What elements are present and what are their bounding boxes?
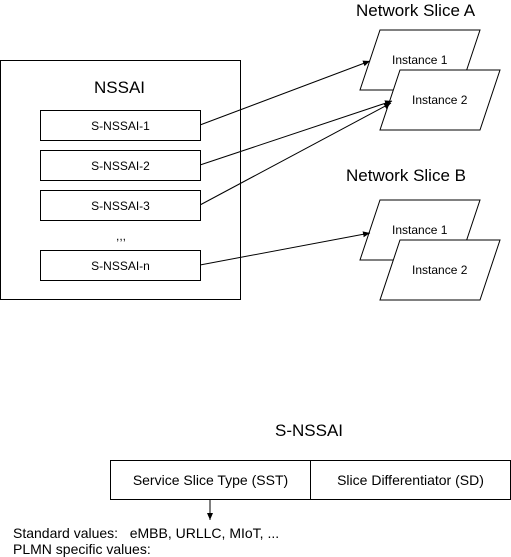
sst-field[interactable]: Service Slice Type (SST): [110, 460, 311, 500]
sst-field-label: Service Slice Type (SST): [132, 472, 289, 488]
network-slice-b-title: Network Slice B: [346, 166, 466, 185]
slice-a-instance-2-label: Instance 2: [412, 93, 468, 107]
arrow-snssai-1-to-slice-a-instance-1: [199, 60, 371, 126]
slice-b-instance-1-label: Instance 1: [392, 223, 448, 237]
nssai-ellipsis: ,,,: [116, 229, 127, 243]
snssai-2-box[interactable]: S-NSSAI-2: [40, 150, 201, 181]
nssai-title: NSSAI: [94, 78, 146, 97]
snssai-title: S-NSSAI: [275, 421, 344, 440]
snssai-1-label: S-NSSAI-1: [91, 118, 150, 133]
slice-b-instance-2-shape[interactable]: [379, 239, 501, 301]
slice-b-instance-2-label: Instance 2: [412, 263, 468, 277]
sd-field-label: Slice Differentiator (SD): [337, 472, 484, 488]
snssai-3-label: S-NSSAI-3: [91, 198, 150, 213]
arrow-snssai-n-to-slice-b-instance-1: [199, 231, 371, 266]
snssai-1-box[interactable]: S-NSSAI-1: [40, 110, 201, 141]
arrow-snssai-2-to-slice-a-instance-2: [199, 100, 393, 166]
snssai-n-label: S-NSSAI-n: [91, 258, 150, 273]
sst-standard-values-note: Standard values: eMBB, URLLC, MIoT, ...: [13, 525, 280, 541]
network-slice-a-title: Network Slice A: [356, 1, 476, 20]
arrow-snssai-3-to-slice-a-instance-2: [199, 102, 392, 206]
snssai-n-box[interactable]: S-NSSAI-n: [40, 250, 201, 281]
snssai-3-box[interactable]: S-NSSAI-3: [40, 190, 201, 221]
nssai-container: [0, 60, 241, 300]
snssai-2-label: S-NSSAI-2: [91, 158, 150, 173]
sd-field[interactable]: Slice Differentiator (SD): [310, 460, 511, 500]
slice-a-instance-2-shape[interactable]: [379, 69, 501, 131]
slice-a-instance-1-label: Instance 1: [392, 53, 448, 67]
sst-plmn-values-note: PLMN specific values:: [13, 541, 151, 557]
